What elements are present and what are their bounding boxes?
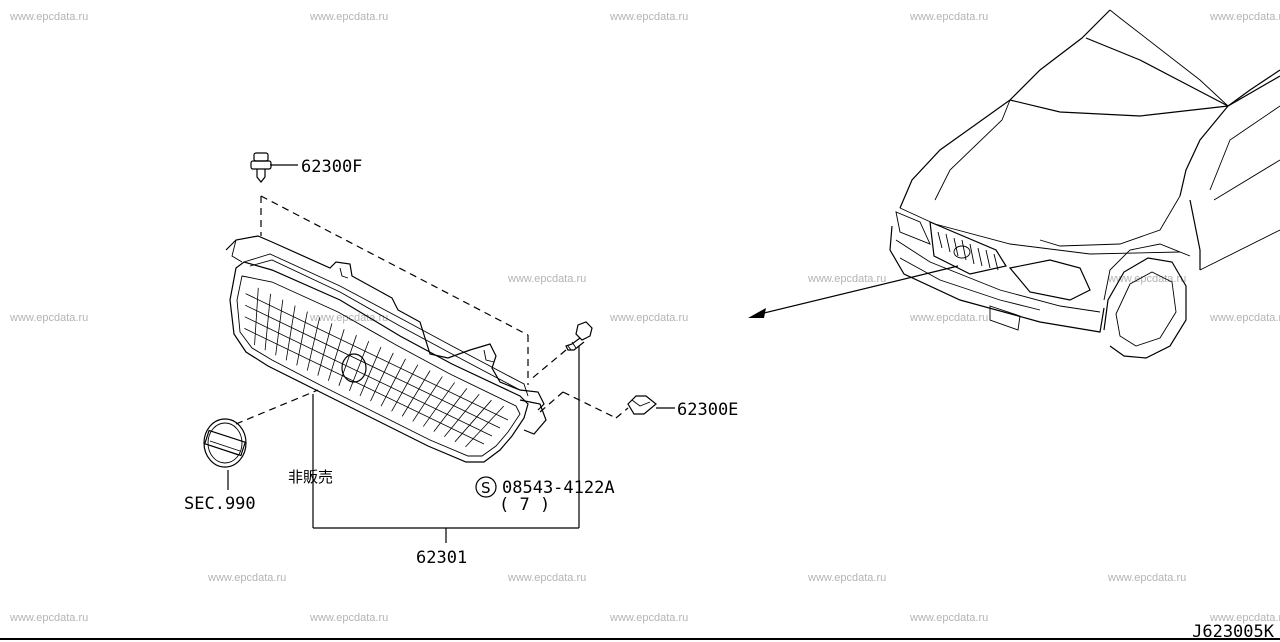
watermark: www.epcdata.ru [1210,11,1280,23]
leader-line [260,195,529,336]
bottom-rule [0,638,1280,640]
location-arrow-icon [748,265,959,318]
grille-mesh [244,287,509,448]
watermark: www.epcdata.ru [610,11,689,23]
section-reference[interactable]: SEC.990 [184,494,256,514]
watermark: www.epcdata.ru [910,612,989,624]
leader-line [235,389,319,425]
watermark: www.epcdata.ru [508,572,587,584]
part-number-08543-4122A[interactable]: 08543-4122A [502,478,615,498]
grille-icon [225,235,547,463]
leader-line [529,349,567,381]
watermark: www.epcdata.ru [610,612,689,624]
part-number-62301[interactable]: 62301 [416,548,467,568]
car-front-icon [889,9,1280,359]
part-number-62300E[interactable]: 62300E [677,400,738,420]
clip-icon [627,395,657,415]
watermark: www.epcdata.ru [508,273,587,285]
watermark: www.epcdata.ru [1210,612,1280,624]
watermark: www.epcdata.ru [1108,273,1187,285]
watermark: www.epcdata.ru [310,612,389,624]
watermark: www.epcdata.ru [1108,572,1187,584]
leader-line [562,391,617,419]
screw-icon [565,321,593,351]
watermark: www.epcdata.ru [910,312,989,324]
not-for-sale-label: 非販売 [288,468,333,486]
emblem-icon [203,418,247,468]
watermark: www.epcdata.ru [610,312,689,324]
screw-symbol-icon [475,476,497,498]
watermark: www.epcdata.ru [910,11,989,23]
quantity-label: ( 7 ) [499,495,550,515]
leader-line [615,407,629,419]
watermark: www.epcdata.ru [10,11,89,23]
watermark: www.epcdata.ru [310,11,389,23]
watermark: www.epcdata.ru [208,572,287,584]
watermark: www.epcdata.ru [10,612,89,624]
watermark: www.epcdata.ru [10,312,89,324]
diagram-code: J623005K [1192,622,1274,642]
screw-symbol: S [481,479,491,497]
clip-icon [250,152,272,183]
part-number-62300F[interactable]: 62300F [301,157,362,177]
watermark: www.epcdata.ru [808,273,887,285]
watermark: www.epcdata.ru [808,572,887,584]
watermark: www.epcdata.ru [1210,312,1280,324]
leader-line [539,391,564,413]
